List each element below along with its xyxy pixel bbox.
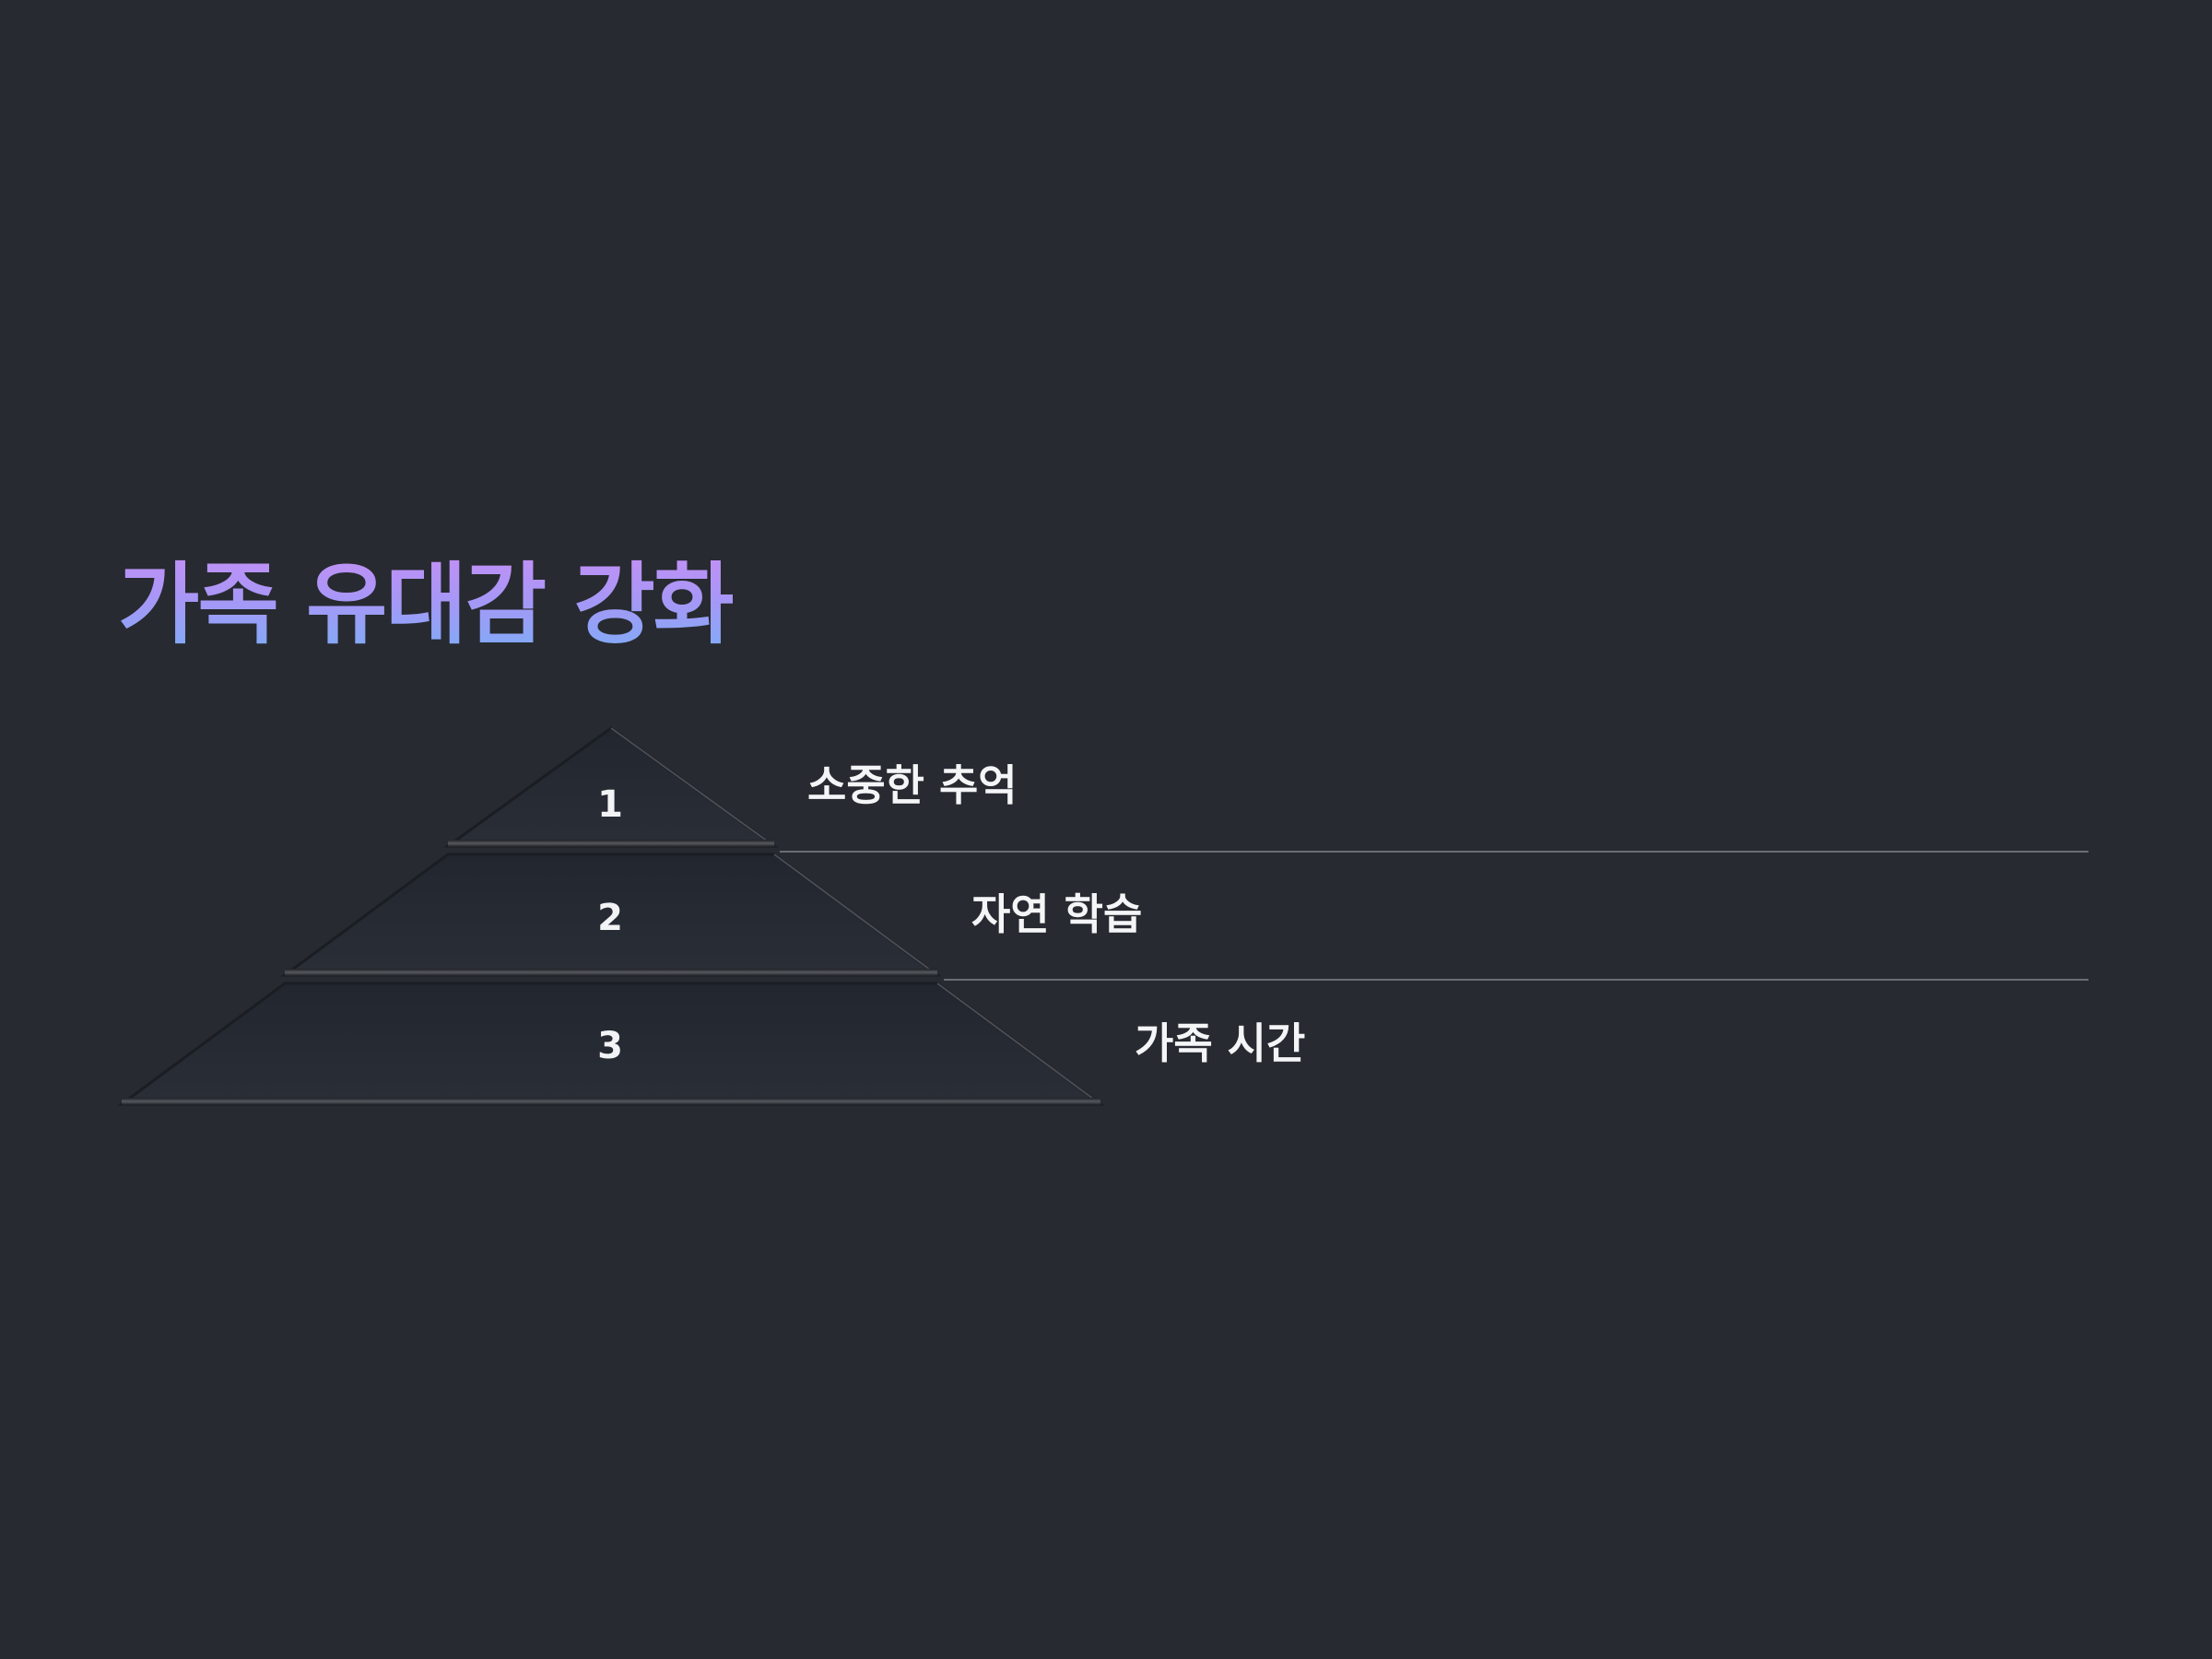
- pyramid-tier-3: [117, 982, 1105, 1106]
- pyramid-tier-2: [280, 853, 942, 977]
- tier-number-2: 2: [597, 897, 623, 939]
- tier-number-3: 3: [597, 1025, 623, 1067]
- pyramid-tier-1: [443, 726, 779, 848]
- tier-number-1: 1: [597, 783, 623, 826]
- tier-label-2: 자연 학습: [971, 889, 1143, 939]
- tier-label-1: 소중한 추억: [807, 760, 1018, 810]
- tier-label-3: 가족 시간: [1135, 1018, 1306, 1068]
- slide-title: 가족 유대감 강화: [118, 549, 735, 660]
